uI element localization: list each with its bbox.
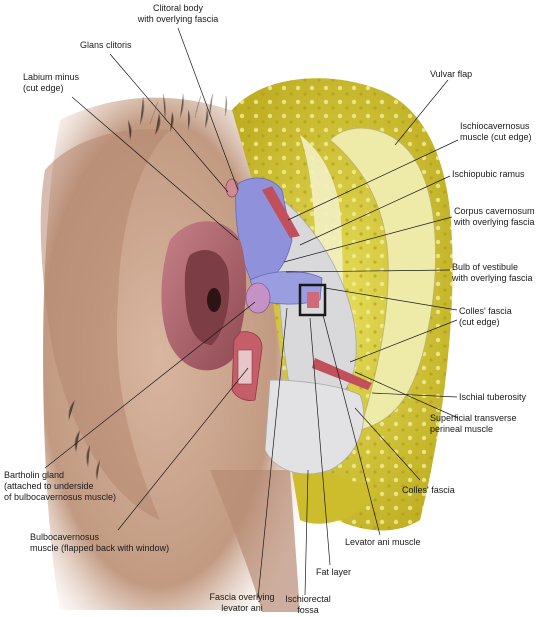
leader-fat-layer <box>309 317 331 566</box>
label-line: levator ani <box>221 603 263 613</box>
label-line: Ischiopubic ramus <box>452 169 525 179</box>
leader-labium-minus <box>71 96 239 241</box>
leader-superficial-transverse <box>354 371 459 419</box>
label-corpus-cavernosum: Corpus cavernosum with overlying fascia <box>454 206 535 228</box>
label-line: Bulb of vestibule <box>452 262 519 272</box>
leader-lines <box>44 27 459 599</box>
label-fascia-levator: Fascia overlying levator ani <box>200 592 284 614</box>
label-bartholin-gland: Bartholin gland (attached to underside o… <box>4 470 116 503</box>
label-bulb-vestibule: Bulb of vestibule with overlying fascia <box>452 262 533 284</box>
label-ischial-tuberosity: Ischial tuberosity <box>459 392 526 403</box>
label-levator-ani: Levator ani muscle <box>345 537 421 548</box>
label-colles-fascia: Colles' fascia <box>402 485 455 496</box>
label-ischiopubic-ramus: Ischiopubic ramus <box>452 169 525 180</box>
label-line: muscle (cut edge) <box>460 132 532 142</box>
label-fat-layer: Fat layer <box>316 567 351 578</box>
label-line: Ischiocavernosus <box>460 121 530 131</box>
label-superficial-transverse: Superficial transverse perineal muscle <box>430 413 517 435</box>
leader-bulbocavernosus <box>117 367 249 531</box>
leader-colles-cut-b <box>349 319 458 363</box>
label-line: Bulbocavernosus <box>30 532 100 542</box>
leader-bulb-vestibule <box>285 269 451 273</box>
bartholin-structures <box>231 282 271 401</box>
label-line: Labium minus <box>23 72 80 82</box>
pubic-hair <box>68 93 228 481</box>
label-line: (attached to underside <box>4 481 94 491</box>
label-bulbocavernosus: Bulbocavernosus muscle (flapped back wit… <box>30 532 169 554</box>
label-ischiocavernosus: Ischiocavernosus muscle (cut edge) <box>460 121 532 143</box>
label-line: with overlying fascia <box>137 14 219 24</box>
label-line: Fascia overlying <box>209 592 275 602</box>
leader-ischiorectal <box>304 469 309 596</box>
label-line: Ischial tuberosity <box>459 392 527 402</box>
leader-ischial-tuberosity <box>371 392 458 398</box>
leader-ischiocavernosus <box>287 139 459 221</box>
label-clitoral-body: Clitoral body with overlying fascia <box>130 3 226 25</box>
label-line: Bartholin gland <box>4 470 65 480</box>
leader-corpus-cavernosum <box>283 216 453 263</box>
label-colles-fascia-cut: Colles' fascia (cut edge) <box>459 306 512 328</box>
label-line: Ischiorectal <box>285 594 331 604</box>
label-line: Vulvar flap <box>430 69 473 79</box>
label-line: Superficial transverse <box>430 413 517 423</box>
label-line: perineal muscle <box>430 424 494 434</box>
label-line: muscle (flapped back with window) <box>30 543 170 553</box>
muscle-bands <box>262 186 372 390</box>
label-line: Colles' fascia <box>459 306 512 316</box>
label-line: Clitoral body <box>152 3 204 13</box>
label-line: Fat layer <box>316 567 352 577</box>
skin-region <box>40 97 300 612</box>
leader-glans-clitoris <box>109 53 229 193</box>
label-line: Levator ani muscle <box>345 537 421 547</box>
label-line: Glans clitoris <box>80 40 132 50</box>
label-line: Corpus cavernosum <box>454 206 535 216</box>
leader-clitoral-body <box>177 27 239 191</box>
label-line: with overlying fascia <box>454 217 535 227</box>
label-line: (cut edge) <box>459 317 500 327</box>
label-vulvar-flap: Vulvar flap <box>430 69 472 80</box>
leader-fascia-levator <box>257 307 288 599</box>
leader-colles-cut-a <box>324 287 458 311</box>
label-line: fossa <box>297 605 319 615</box>
leader-bartholin <box>44 301 256 469</box>
leader-ischiopubic-ramus <box>299 175 451 246</box>
label-line: with overlying fascia <box>452 273 533 283</box>
label-glans-clitoris: Glans clitoris <box>80 40 132 51</box>
label-line: (cut edge) <box>23 83 64 93</box>
label-ischiorectal-fossa: Ischiorectal fossa <box>278 594 338 616</box>
label-line: of bulbocavernosus muscle) <box>4 492 117 502</box>
leader-levator-ani <box>322 314 381 536</box>
leader-colles-fascia <box>354 407 421 481</box>
label-labium-minus: Labium minus (cut edge) <box>23 72 79 94</box>
vulva <box>161 178 247 371</box>
label-line: Colles' fascia <box>402 485 455 495</box>
leader-vulvar-flap <box>394 79 449 146</box>
